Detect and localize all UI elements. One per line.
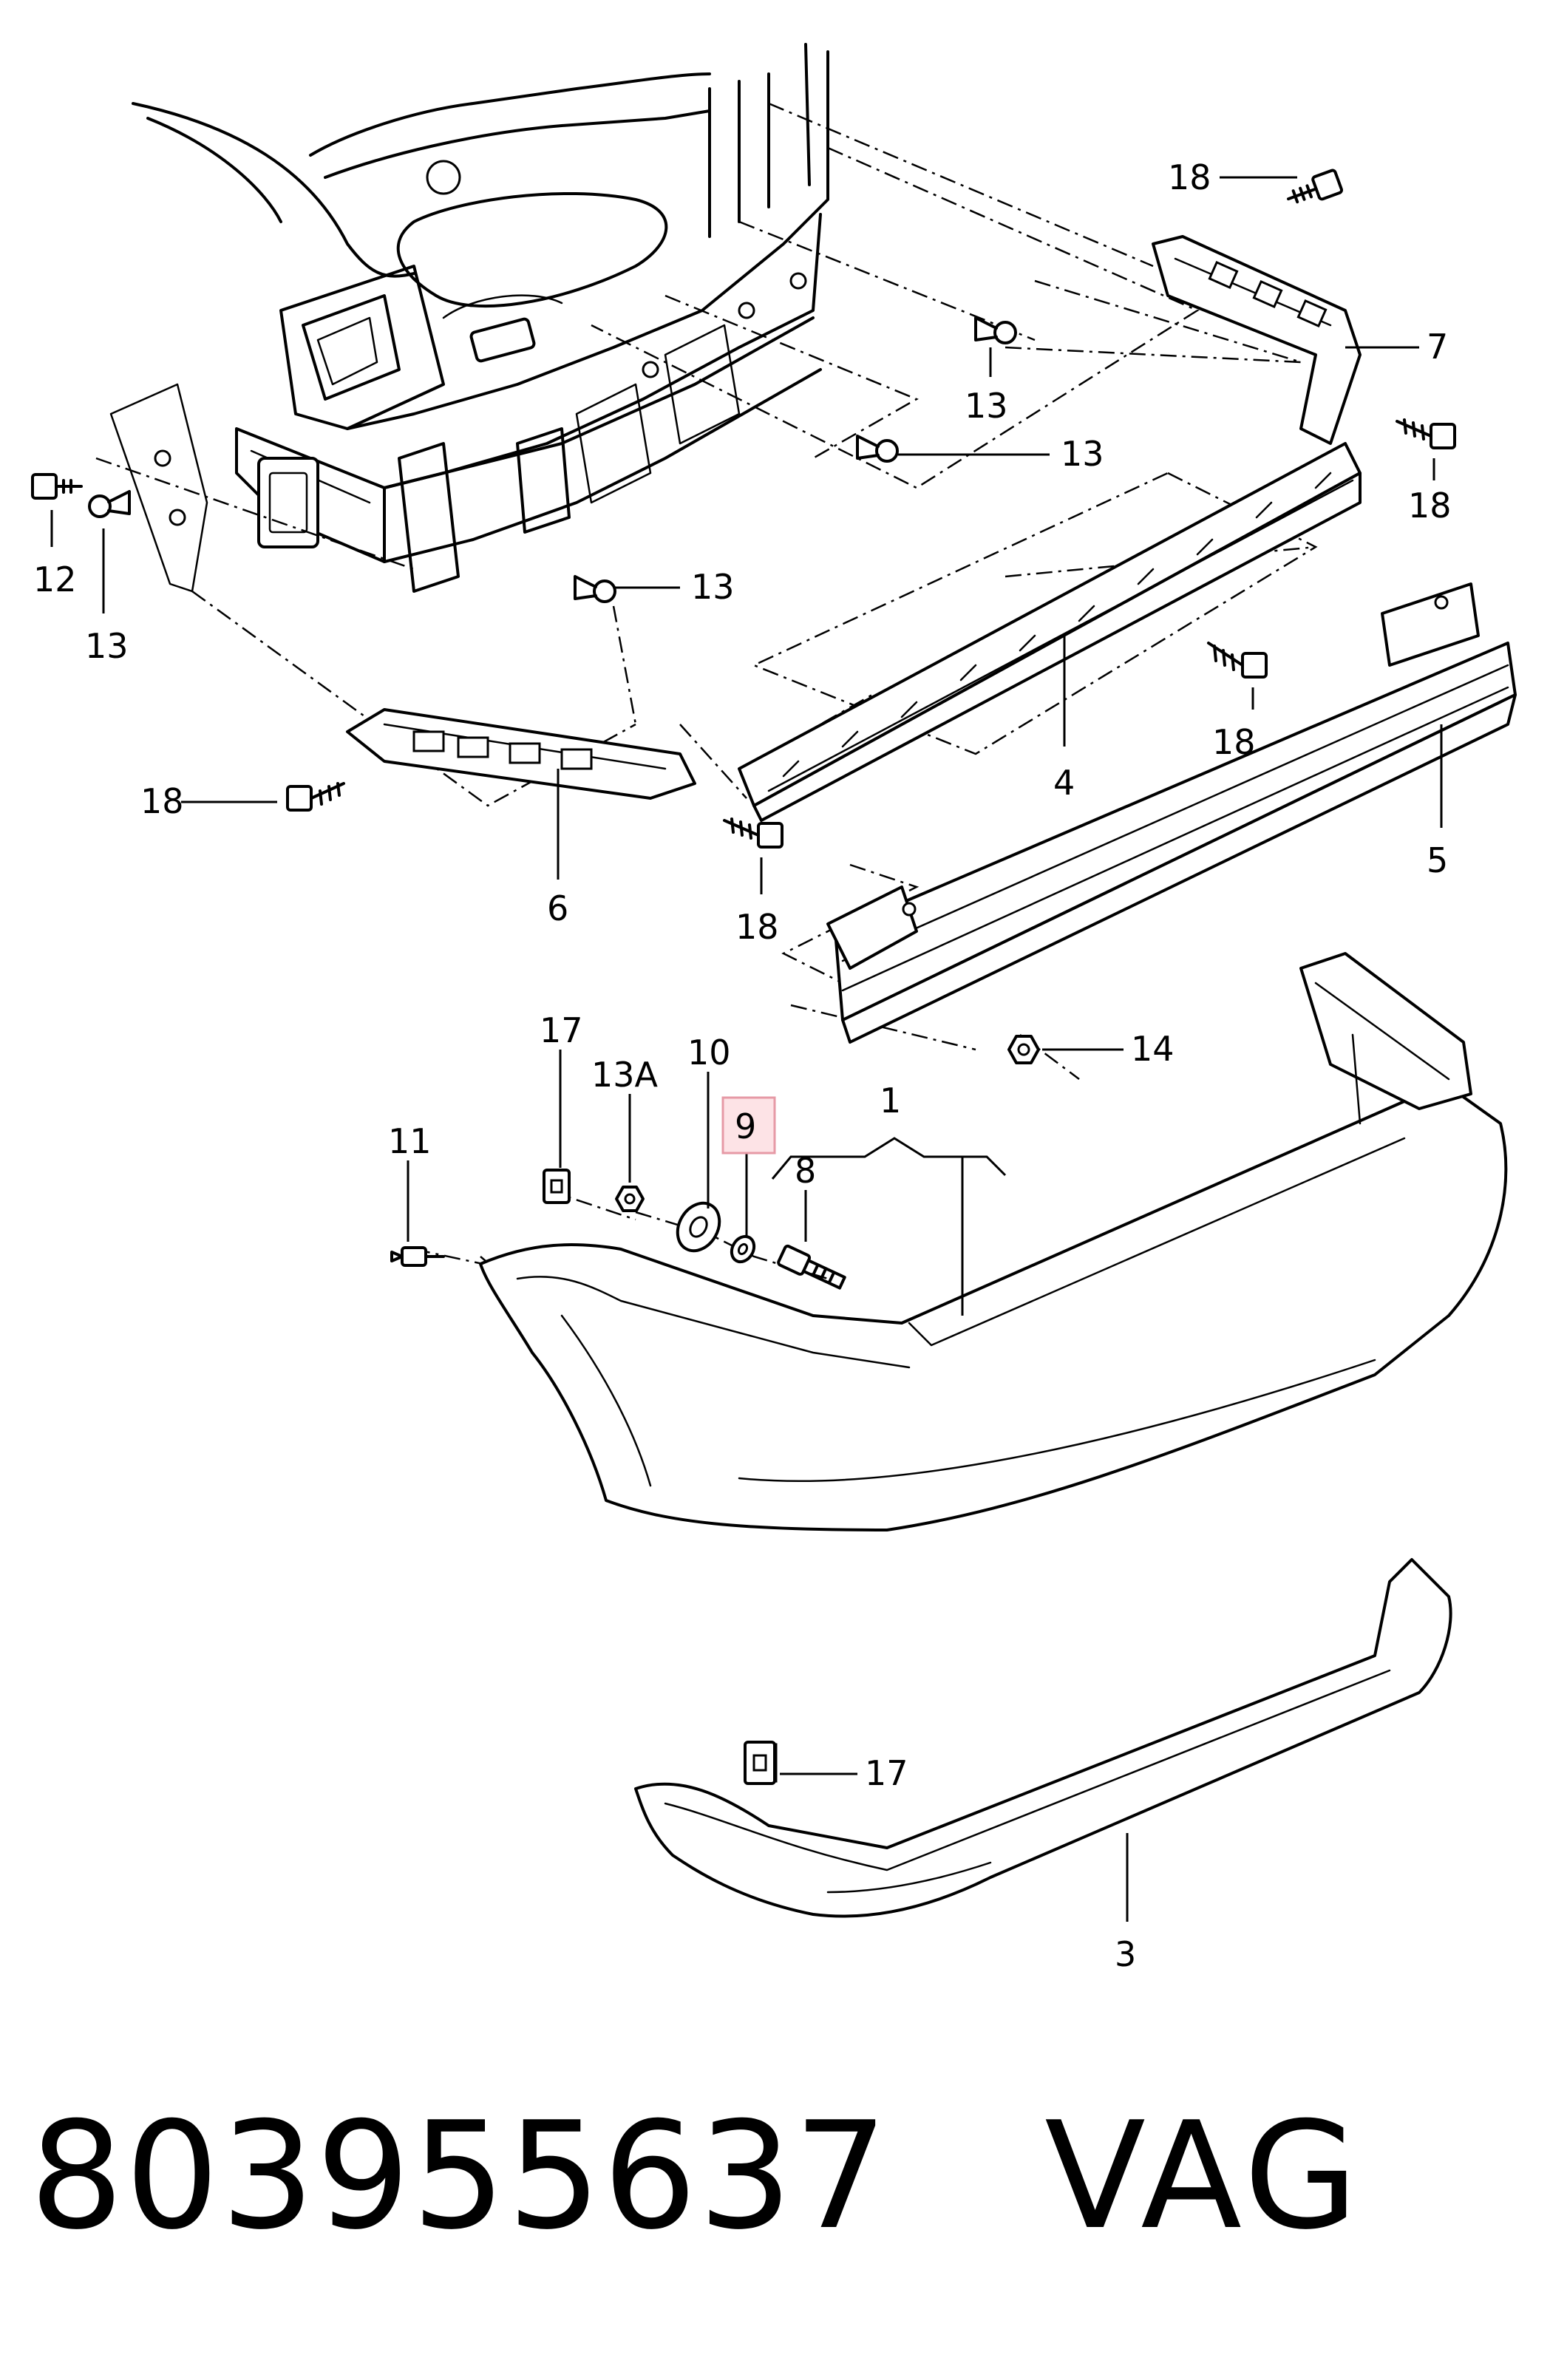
callout-1: 1 [880,1081,901,1121]
part-7-right-bracket [1152,235,1362,445]
callout-10: 10 [687,1033,731,1072]
callout-8: 8 [795,1151,816,1191]
callout-9: 9 [735,1106,756,1146]
callout-14: 14 [1131,1029,1175,1069]
bolt-8 [777,1244,846,1290]
callout-13A: 13A [591,1055,659,1095]
callout-18-right: 18 [1408,486,1452,526]
clip-11 [390,1246,445,1267]
screw-18-top [1287,169,1344,204]
part-number: 803955637 [30,2090,890,2262]
callout-17-b: 17 [865,1753,908,1793]
part-5-bumper-carrier [826,582,1517,1044]
callout-18-left: 18 [140,781,184,821]
clip-13-left [88,490,131,518]
clip-13-b [856,435,899,463]
callout-12: 12 [33,560,77,599]
clip-17-b [744,1741,776,1785]
part-3-lower-spoiler [634,1558,1452,1918]
leader-lines [50,176,1443,1922]
callout-7: 7 [1427,327,1448,367]
nut-14 [1007,1035,1040,1064]
callout-6: 6 [547,888,568,928]
callout-13-left: 13 [85,626,129,666]
clip-17 [543,1169,571,1204]
part-4-energy-absorber [738,442,1362,822]
callout-18-mid: 18 [1212,722,1256,762]
part-1-bumper-cover [479,952,1508,1531]
screw-18-left [286,782,345,812]
callout-13-b: 13 [1061,434,1104,474]
callout-5: 5 [1427,840,1448,880]
callout-3: 3 [1115,1934,1136,1974]
screw-18-low [723,817,784,849]
assembly-guide-lines [95,102,1318,1302]
screw-18-mid [1207,642,1268,679]
clip-13-c [574,575,616,603]
callout-9-highlight [721,1096,776,1155]
exploded-parts-diagram: 18 7 13 13 18 12 13 13 18 4 5 18 6 18 14… [31,43,1517,1974]
part-number-footer: 803955637 VAG [30,2084,1508,2269]
callout-11: 11 [388,1121,432,1161]
callout-18-low: 18 [735,907,779,947]
washer-9 [730,1234,756,1264]
washer-10 [676,1201,721,1253]
clip-13-a [974,316,1017,344]
fasteners [31,169,1456,1785]
part-6-left-bracket [346,708,696,800]
brand-label: VAG [1044,2090,1363,2262]
callout-13-c: 13 [691,567,735,607]
vehicle-rear-body [109,43,829,593]
callout-13-a: 13 [965,386,1008,426]
callout-4: 4 [1053,763,1075,803]
callout-labels: 18 7 13 13 18 12 13 13 18 4 5 18 6 18 14… [33,157,1452,1974]
screw-18-right [1396,418,1456,449]
callout-17: 17 [540,1010,583,1050]
screw-12 [31,473,83,500]
callout-18-top: 18 [1168,157,1211,197]
nut-13A [615,1186,645,1212]
